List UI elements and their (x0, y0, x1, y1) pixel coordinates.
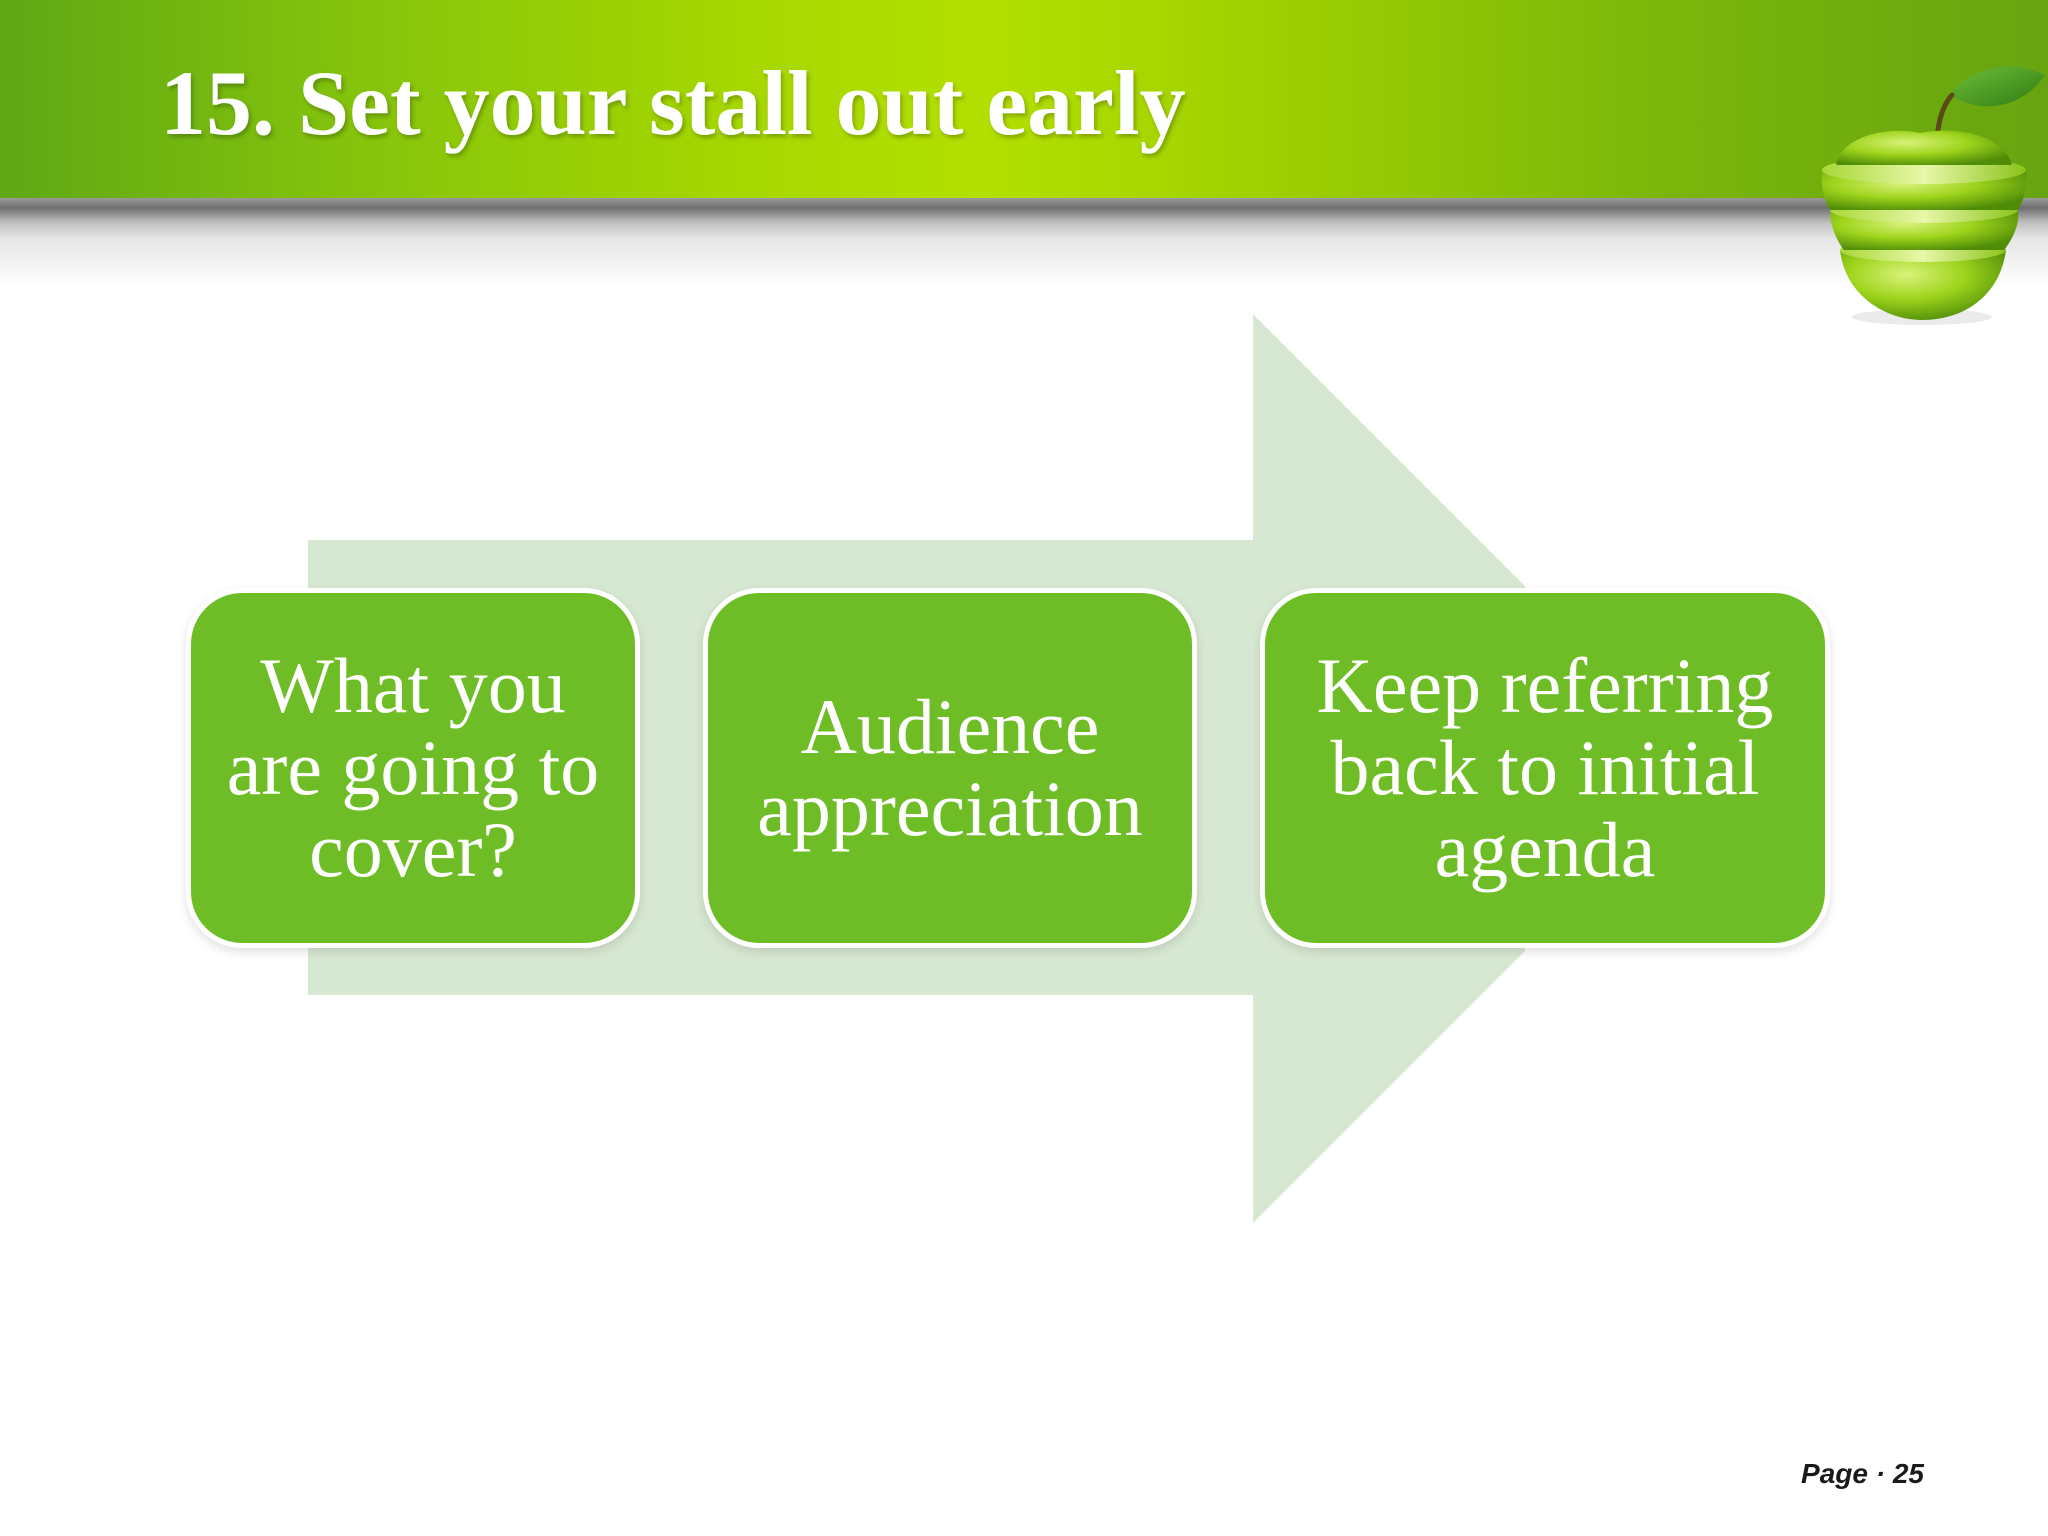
page-number: Page · 25 (1801, 1458, 1924, 1490)
header-shadow (0, 198, 2048, 288)
page-separator: · (1875, 1458, 1886, 1489)
step-box-audience: Audience appreciation (703, 588, 1197, 948)
step-label: Audience appreciation (757, 683, 1143, 852)
page-label: Page (1801, 1458, 1868, 1489)
slide-title: 15. Set your stall out early (160, 52, 1186, 154)
step-box-cover: What you are going to cover? (186, 588, 640, 948)
header-band (0, 0, 2048, 198)
green-apple-slices-icon (1821, 66, 2045, 325)
step-label: What you are going to cover? (226, 642, 600, 893)
step-box-agenda: Keep referring back to initial agenda (1260, 588, 1830, 948)
page-number-value: 25 (1892, 1458, 1924, 1489)
step-label: Keep referring back to initial agenda (1316, 642, 1774, 893)
